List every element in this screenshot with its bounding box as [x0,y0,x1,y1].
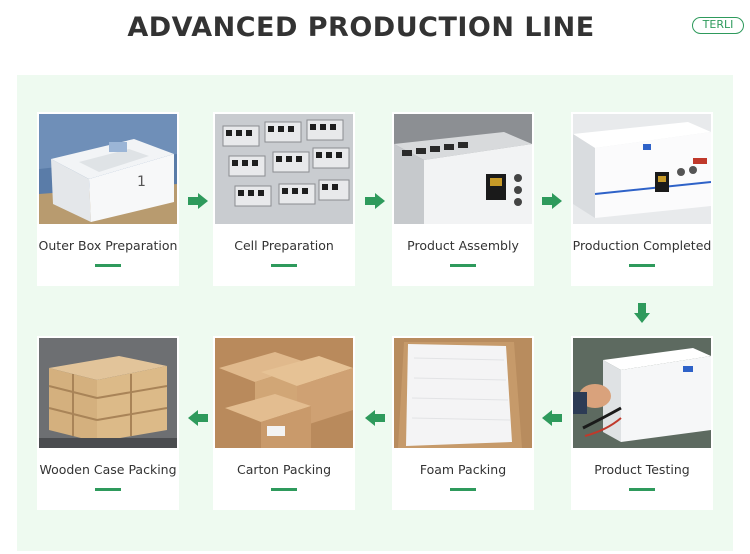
wooden-crate-photo [39,338,177,448]
battery-cells-photo [215,114,353,224]
label-underline [629,488,655,491]
brand-badge: TERLI [692,17,744,34]
svg-text:1: 1 [137,174,146,190]
arrow-left-icon [365,410,385,426]
step-card-wooden-case: Wooden Case Packing [37,336,179,510]
arrow-right-icon [365,193,385,209]
label-underline [271,264,297,267]
step-label: Production Completed [572,238,712,253]
arrow-right-icon [188,193,208,209]
step-card-foam-packing: Foam Packing [392,336,534,510]
finished-unit-photo [573,114,711,224]
step-card-product-assembly: Product Assembly [392,112,534,286]
step-card-production-completed: Production Completed [571,112,713,286]
assembly-photo [394,114,532,224]
testing-photo [573,338,711,448]
label-underline [95,488,121,491]
label-underline [629,264,655,267]
arrow-left-icon [542,410,562,426]
step-label: Product Testing [594,462,690,477]
step-label: Cell Preparation [234,238,334,253]
step-label: Outer Box Preparation [38,238,178,253]
label-underline [450,264,476,267]
foam-photo [394,338,532,448]
arrow-right-icon [542,193,562,209]
step-card-outer-box: 1 Outer Box Preparation [37,112,179,286]
step-label: Wooden Case Packing [39,462,177,477]
step-card-cell-preparation: Cell Preparation [213,112,355,286]
step-label: Foam Packing [419,462,507,477]
carton-photo [215,338,353,448]
step-card-carton-packing: Carton Packing [213,336,355,510]
label-underline [450,488,476,491]
arrow-down-icon [634,303,650,323]
step-card-product-testing: Product Testing [571,336,713,510]
arrow-left-icon [188,410,208,426]
white-box-photo: 1 [39,114,177,224]
step-label: Carton Packing [236,462,332,477]
step-label: Product Assembly [407,238,519,253]
page-title: ADVANCED PRODUCTION LINE [127,12,595,43]
label-underline [271,488,297,491]
label-underline [95,264,121,267]
